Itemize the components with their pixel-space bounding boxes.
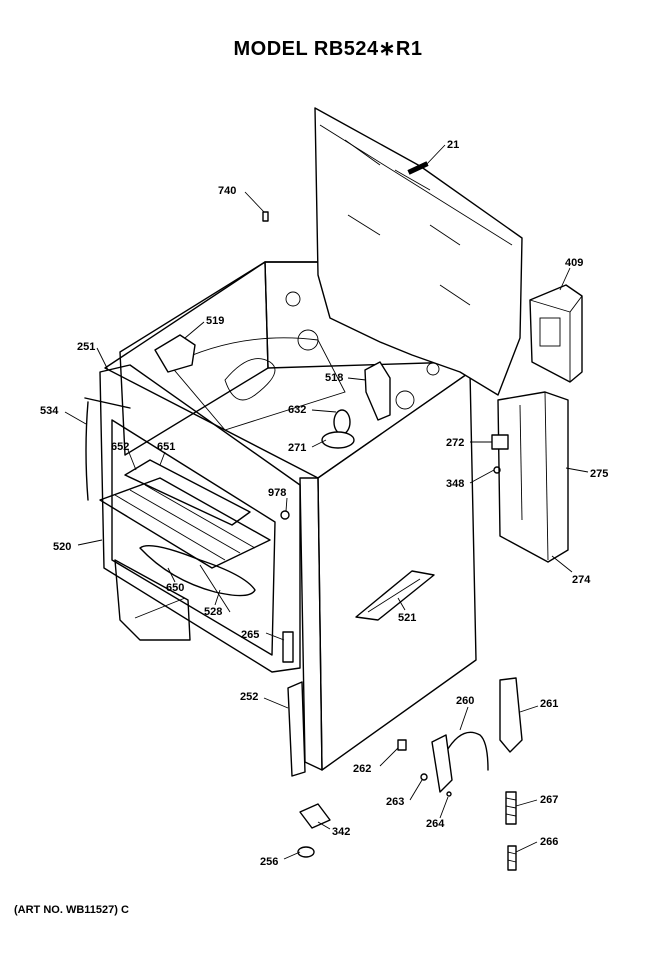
callout-260: 260 [456,695,474,707]
callout-978: 978 [268,487,286,499]
callout-348: 348 [446,478,464,490]
part-740-clip [262,211,269,222]
callout-274: 274 [572,574,591,586]
callout-632: 632 [288,404,306,416]
part-518-bracket [364,361,391,421]
callout-271: 271 [288,442,306,454]
callout-263: 263 [386,796,404,808]
callout-267: 267 [540,794,558,806]
callout-519: 519 [206,315,224,327]
callout-264: 264 [426,818,445,830]
callout-262: 262 [353,763,371,775]
leader-lines [64,144,589,860]
callout-652: 652 [111,441,129,453]
callout-266: 266 [540,836,558,848]
callout-251: 251 [77,341,95,353]
callout-275: 275 [590,468,608,480]
part-409-control-box [529,284,583,383]
part-632-271-assembly [321,409,355,449]
small-hardware [297,677,523,871]
callout-650: 650 [166,582,184,594]
callout-labels: 21 740 409 519 251 518 534 632 652 651 2… [40,139,608,868]
callout-528: 528 [204,606,222,618]
callout-252: 252 [240,691,258,703]
part-252-hinge [287,681,306,777]
callout-651: 651 [157,441,175,453]
callout-256: 256 [260,856,278,868]
door-frame-assembly [84,364,301,673]
callout-272: 272 [446,437,464,449]
callout-534: 534 [40,405,59,417]
callout-409: 409 [565,257,583,269]
callout-520: 520 [53,541,71,553]
callout-521: 521 [398,612,416,624]
part-272-switch [491,434,509,450]
callout-342: 342 [332,826,350,838]
callout-21: 21 [447,139,459,151]
model-title: MODEL RB524∗R1 [233,38,423,60]
part-275-side-channel [497,391,569,563]
art-number: (ART NO. WB11527) C [14,904,129,916]
part-519-bracket [154,334,196,373]
part-21-top-panel [314,107,523,396]
callout-261: 261 [540,698,558,710]
callout-740: 740 [218,185,236,197]
callout-265: 265 [241,629,259,641]
callout-518: 518 [325,372,343,384]
